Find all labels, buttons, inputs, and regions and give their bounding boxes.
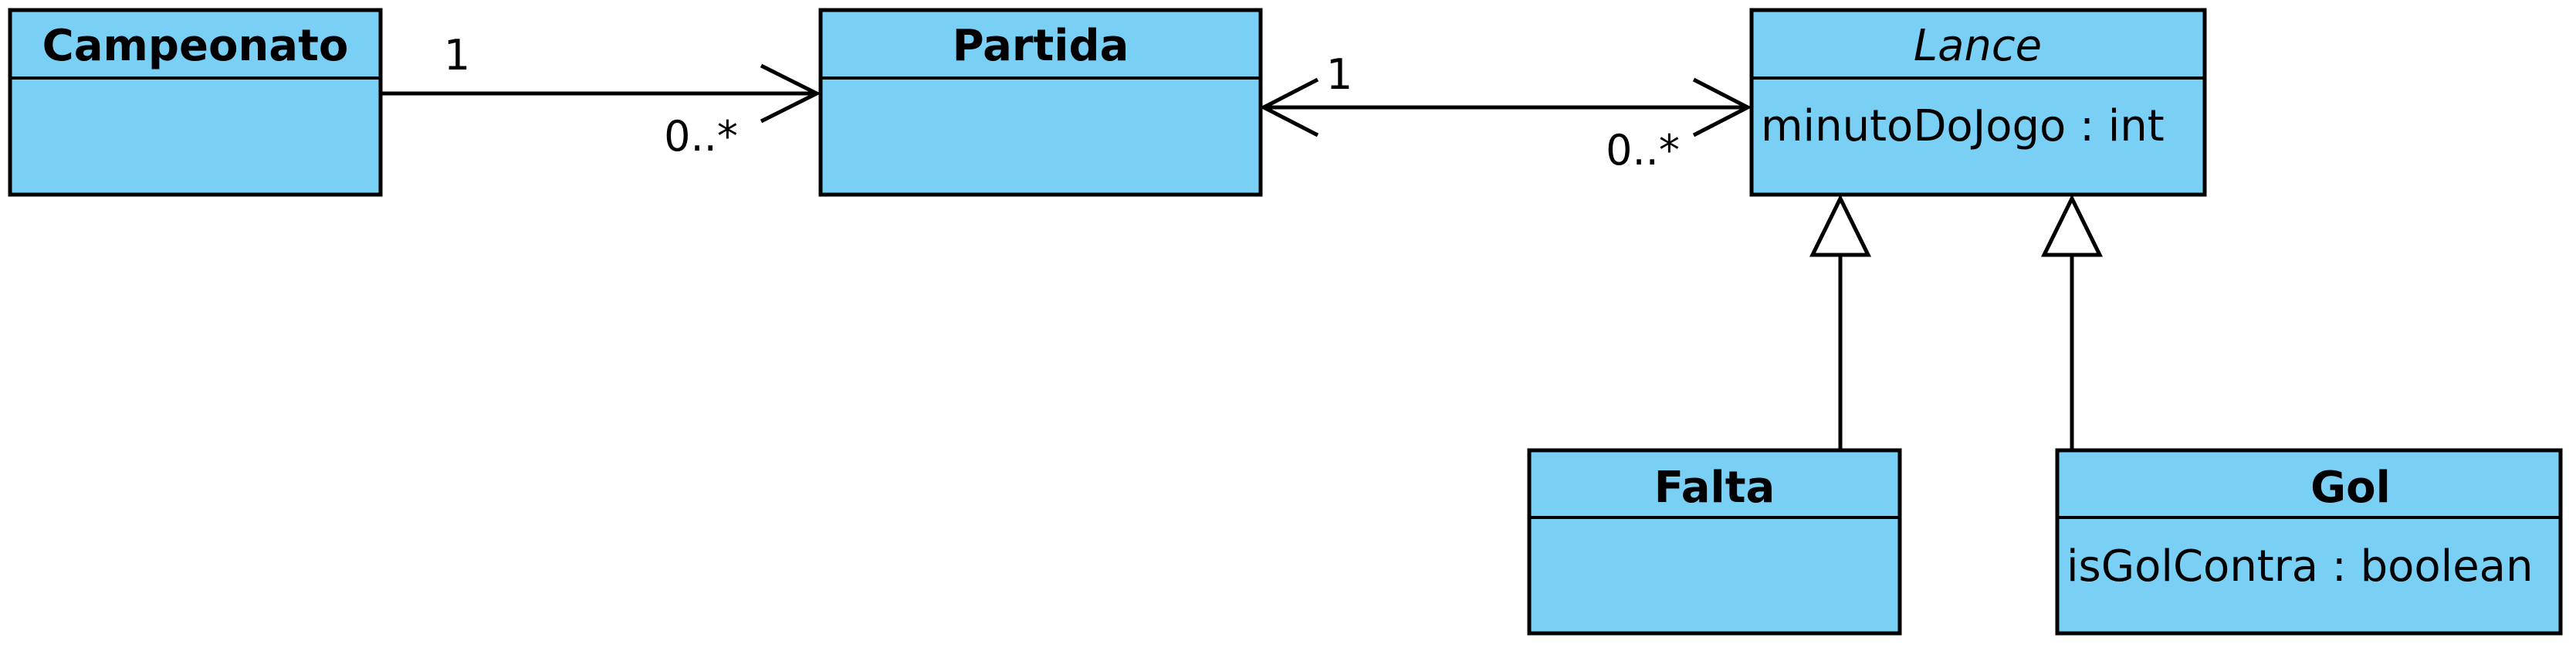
class-lance: Lance minutoDoJogo : int [1749, 8, 2207, 197]
class-partida: Partida [818, 8, 1263, 197]
class-name: Falta [1654, 463, 1775, 513]
hollow-triangle-arrowhead [2040, 194, 2104, 257]
multiplicity-label: 0..* [1606, 126, 1680, 175]
association-partida-lance [1259, 77, 1752, 137]
class-box [818, 8, 1263, 197]
class-box [8, 8, 383, 197]
generalization-gol-lance [2040, 194, 2104, 449]
multiplicity-label: 0..* [664, 112, 738, 161]
class-name: Partida [953, 21, 1129, 71]
open-arrowhead [1259, 77, 1319, 137]
class-name: Campeonato [42, 21, 349, 71]
class-campeonato: Campeonato [8, 8, 383, 197]
open-arrowhead [760, 63, 821, 124]
class-name: Gol [2310, 463, 2391, 513]
class-box [2055, 448, 2563, 636]
class-falta: Falta [1527, 448, 1902, 636]
generalization-falta-lance [1809, 194, 1872, 449]
class-name: Lance [1914, 21, 2042, 71]
class-box [1749, 8, 2207, 197]
hollow-triangle-arrowhead [1809, 194, 1872, 257]
class-attribute: minutoDoJogo : int [1761, 101, 2165, 151]
class-attribute: isGolContra : boolean [2067, 541, 2533, 592]
multiplicity-label: 1 [444, 31, 470, 80]
open-arrowhead [1692, 77, 1752, 137]
association-campeonato-partida [381, 63, 821, 124]
multiplicity-label: 1 [1326, 50, 1352, 99]
class-gol: Gol isGolContra : boolean [2055, 448, 2563, 636]
class-box [1527, 448, 1902, 636]
